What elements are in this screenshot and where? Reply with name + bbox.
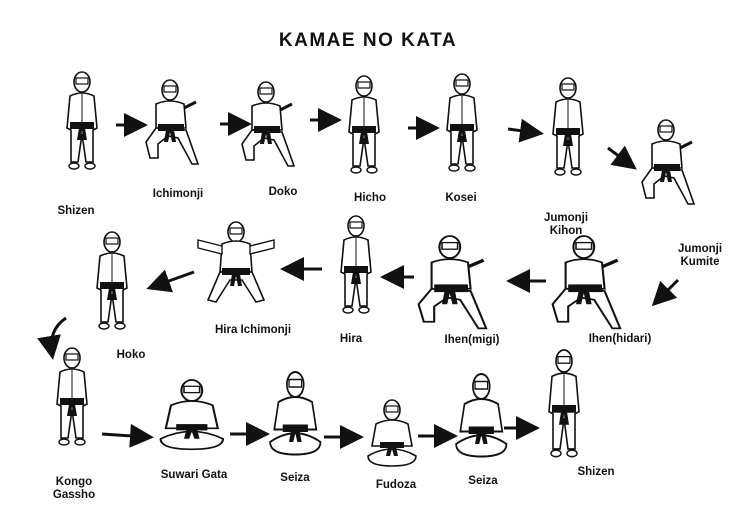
label-line: Jumonji <box>677 243 723 255</box>
figure-jumonji-kihon <box>546 77 590 178</box>
label-ihen-migi: Ihen(migi) <box>444 334 500 346</box>
arrow-right-icon <box>116 113 148 137</box>
figure-standing-icon <box>340 215 372 314</box>
figure-standing-icon <box>66 71 98 170</box>
arrow-down-left-icon <box>146 269 196 293</box>
figure-suwari-gata <box>158 378 228 452</box>
arrow-left-icon <box>380 265 416 289</box>
figure-crouch-icon <box>240 80 296 168</box>
label-hoko: Hoko <box>116 349 146 361</box>
arrow-right-icon <box>418 424 458 448</box>
figure-ichimonji <box>144 78 200 170</box>
label-hira: Hira <box>339 333 363 345</box>
figure-standing-icon <box>552 77 584 176</box>
arrow-right-icon <box>310 108 342 132</box>
arrow-right-icon <box>504 416 540 440</box>
label-suwari-gata: Suwari Gata <box>160 469 228 481</box>
figure-kongo-gassho <box>50 347 94 448</box>
figure-hicho <box>342 75 386 176</box>
figure-standing-icon <box>56 347 88 446</box>
label-hira-ichimonji: Hira Ichimonji <box>214 324 292 336</box>
figure-standing-icon <box>348 75 380 174</box>
figure-kosei <box>440 73 484 174</box>
figure-doko <box>240 80 296 172</box>
label-kongo-gassho: Kongo Gassho <box>53 476 95 502</box>
label-jumonji-kihon: Jumonji Kihon <box>544 212 588 238</box>
diagram-title: KAMAE NO KATA <box>278 30 458 51</box>
figure-seiza <box>268 371 324 456</box>
arrow-right-icon <box>324 425 364 449</box>
arrow-left-icon <box>280 257 324 281</box>
figure-fudoza <box>366 399 422 470</box>
arrow-right-icon <box>408 116 440 140</box>
arrow-down-right-icon <box>607 145 638 170</box>
figure-seiza-2 <box>454 373 510 458</box>
figure-ihen-migi <box>416 234 496 331</box>
figure-standing-icon <box>96 231 128 330</box>
figure-seated-icon <box>455 373 508 458</box>
figure-wide-stance-icon <box>416 234 489 331</box>
figure-crouch-icon <box>640 118 696 206</box>
arrow-right-icon <box>507 118 544 143</box>
figure-standing-icon <box>548 349 580 458</box>
arrow-right-icon <box>101 423 154 448</box>
arrow-left-icon <box>506 269 548 293</box>
figure-crouch-icon <box>144 78 200 166</box>
figure-jumonji-kumite <box>640 118 696 210</box>
label-shizen-2: Shizen <box>577 466 615 478</box>
label-fudoza: Fudoza <box>375 479 417 491</box>
figure-hoko <box>90 231 134 332</box>
figure-seated-icon <box>269 371 322 456</box>
arrow-right-icon <box>230 422 270 446</box>
label-line: Kongo <box>55 476 93 488</box>
label-line: Jumonji <box>543 212 589 224</box>
label-line: Kihon <box>549 225 583 237</box>
figure-wide-stance-icon <box>197 221 275 303</box>
figure-hira <box>334 215 378 316</box>
label-seiza: Seiza <box>280 472 310 484</box>
figure-seated-icon <box>159 378 225 451</box>
label-line: Kumite <box>680 256 720 268</box>
label-shizen: Shizen <box>57 205 95 217</box>
figure-shizen <box>60 71 104 172</box>
label-doko: Doko <box>268 186 298 198</box>
arrow-down-left-icon <box>651 278 680 307</box>
figure-wide-stance-icon <box>550 234 623 331</box>
figure-ihen-hidari <box>550 234 630 331</box>
figure-standing-icon <box>446 73 478 172</box>
arrow-right-icon <box>220 112 252 136</box>
figure-shizen-2 <box>542 349 586 458</box>
label-hicho: Hicho <box>354 192 386 204</box>
label-ichimonji: Ichimonji <box>152 188 204 200</box>
label-seiza-2: Seiza <box>468 475 498 487</box>
label-line: Gassho <box>52 489 96 501</box>
label-kosei: Kosei <box>445 192 477 204</box>
figure-seated-icon <box>367 399 417 467</box>
figure-hira-ichimonji <box>196 221 276 304</box>
label-jumonji-kumite: Jumonji Kumite <box>678 243 722 269</box>
arrow-curved-down-icon <box>37 316 68 360</box>
label-ihen-hidari: Ihen(hidari) <box>588 333 652 345</box>
